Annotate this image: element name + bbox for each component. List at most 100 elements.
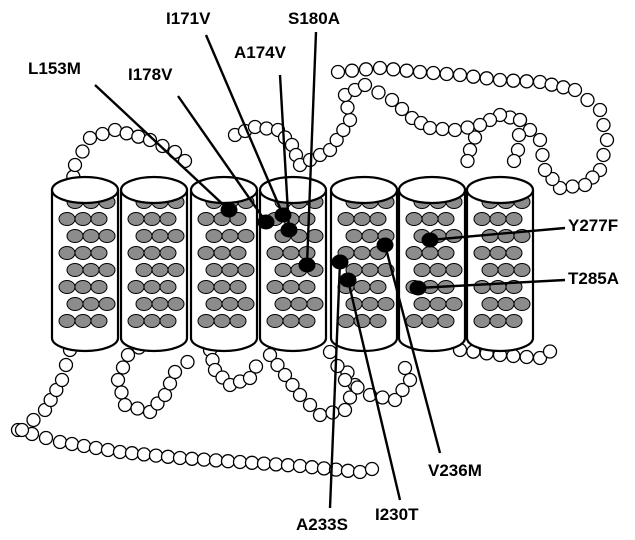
helix-residue xyxy=(128,281,144,294)
loop-residue xyxy=(250,360,263,373)
loop-residue xyxy=(594,104,607,117)
helix-residue xyxy=(206,298,222,311)
helix-residue xyxy=(267,315,283,328)
helix-top xyxy=(399,177,465,203)
helix-residue xyxy=(414,264,430,277)
transmembrane-helices xyxy=(52,177,533,351)
helix-residue xyxy=(414,298,430,311)
loop-residue xyxy=(566,180,579,193)
helix-residue xyxy=(506,315,522,328)
loop-residue xyxy=(520,351,533,364)
helix-top xyxy=(260,177,326,203)
helix-residue xyxy=(283,281,299,294)
label-I178V: I178V xyxy=(128,65,173,84)
helix-residue xyxy=(307,298,323,311)
helix-residue xyxy=(136,264,152,277)
mutation-site xyxy=(275,208,292,223)
loop-residue xyxy=(132,130,145,143)
loop-residue xyxy=(198,453,211,466)
helix-residue xyxy=(144,281,160,294)
loop-residue xyxy=(96,128,109,141)
helix-residue xyxy=(438,315,454,328)
helix-residue xyxy=(160,247,176,260)
loop-residue xyxy=(372,86,385,99)
loop-residue xyxy=(169,366,182,379)
helix-residue xyxy=(160,213,176,226)
helix-residue xyxy=(490,213,506,226)
loop-residue xyxy=(454,69,467,82)
loop-residue xyxy=(534,134,547,147)
loop-residue xyxy=(270,458,283,471)
label-I230T: I230T xyxy=(375,505,419,524)
helix-residue xyxy=(59,247,75,260)
helix-residue xyxy=(474,315,490,328)
loop-residue xyxy=(557,81,570,94)
label-L153M: L153M xyxy=(28,59,81,78)
mutation-site xyxy=(281,223,298,238)
helix-residue xyxy=(128,315,144,328)
helix-residue xyxy=(238,264,254,277)
helix-residue xyxy=(198,281,214,294)
helix-residue xyxy=(99,264,115,277)
loop-residue xyxy=(120,127,133,140)
loop-residue xyxy=(66,438,79,451)
loop-residue xyxy=(342,464,355,477)
helix-residue xyxy=(362,298,378,311)
helix-residue xyxy=(83,230,99,243)
loop-residue xyxy=(210,454,223,467)
helix-residue xyxy=(238,298,254,311)
helix-residue xyxy=(299,281,315,294)
loop-residue xyxy=(507,74,520,87)
loop-residue xyxy=(131,402,144,415)
loop-residue xyxy=(122,349,135,362)
loop-residue xyxy=(186,452,199,465)
loop-residue xyxy=(258,457,271,470)
helix-residue xyxy=(514,264,530,277)
label-S180A: S180A xyxy=(288,9,340,28)
helix-residue xyxy=(160,315,176,328)
helix-residue xyxy=(422,247,438,260)
loop-residue xyxy=(318,462,331,475)
helix-residue xyxy=(406,247,422,260)
helix-residue xyxy=(490,315,506,328)
loop-residue xyxy=(109,124,122,137)
loop-residue xyxy=(324,346,337,359)
helix-residue xyxy=(438,213,454,226)
helix-residue xyxy=(222,298,238,311)
helix-residue xyxy=(75,281,91,294)
helix-residue xyxy=(222,264,238,277)
loop-residue xyxy=(374,62,387,75)
helix-residue xyxy=(160,281,176,294)
helix-residue xyxy=(222,230,238,243)
helix-residue xyxy=(91,315,107,328)
loop-residue xyxy=(461,155,474,168)
loop-residue xyxy=(387,63,400,76)
helix-residue xyxy=(446,298,462,311)
helix-residue xyxy=(267,281,283,294)
helix-residue xyxy=(206,264,222,277)
loop-residue xyxy=(331,360,344,373)
helix-residue xyxy=(283,247,299,260)
loop-residue xyxy=(601,134,614,147)
helix-6 xyxy=(399,177,465,351)
helix-residue xyxy=(438,247,454,260)
loop-residue xyxy=(579,179,592,192)
helix-residue xyxy=(136,230,152,243)
helix-residue xyxy=(67,298,83,311)
loop-residue xyxy=(351,381,364,394)
loop-residue xyxy=(54,436,67,449)
loop-residue xyxy=(339,404,352,417)
helix-residue xyxy=(206,230,222,243)
loop-residue xyxy=(344,114,357,127)
helix-top xyxy=(52,177,118,203)
loop-residue xyxy=(569,84,582,97)
helix-residue xyxy=(490,247,506,260)
loop-residue xyxy=(494,74,507,87)
loop-residue xyxy=(359,79,372,92)
loop-residue xyxy=(246,456,259,469)
mutation-site xyxy=(299,258,316,273)
helix-residue xyxy=(362,230,378,243)
loop-residue xyxy=(341,101,354,114)
helix-residue xyxy=(275,264,291,277)
loop-residue xyxy=(354,466,367,479)
